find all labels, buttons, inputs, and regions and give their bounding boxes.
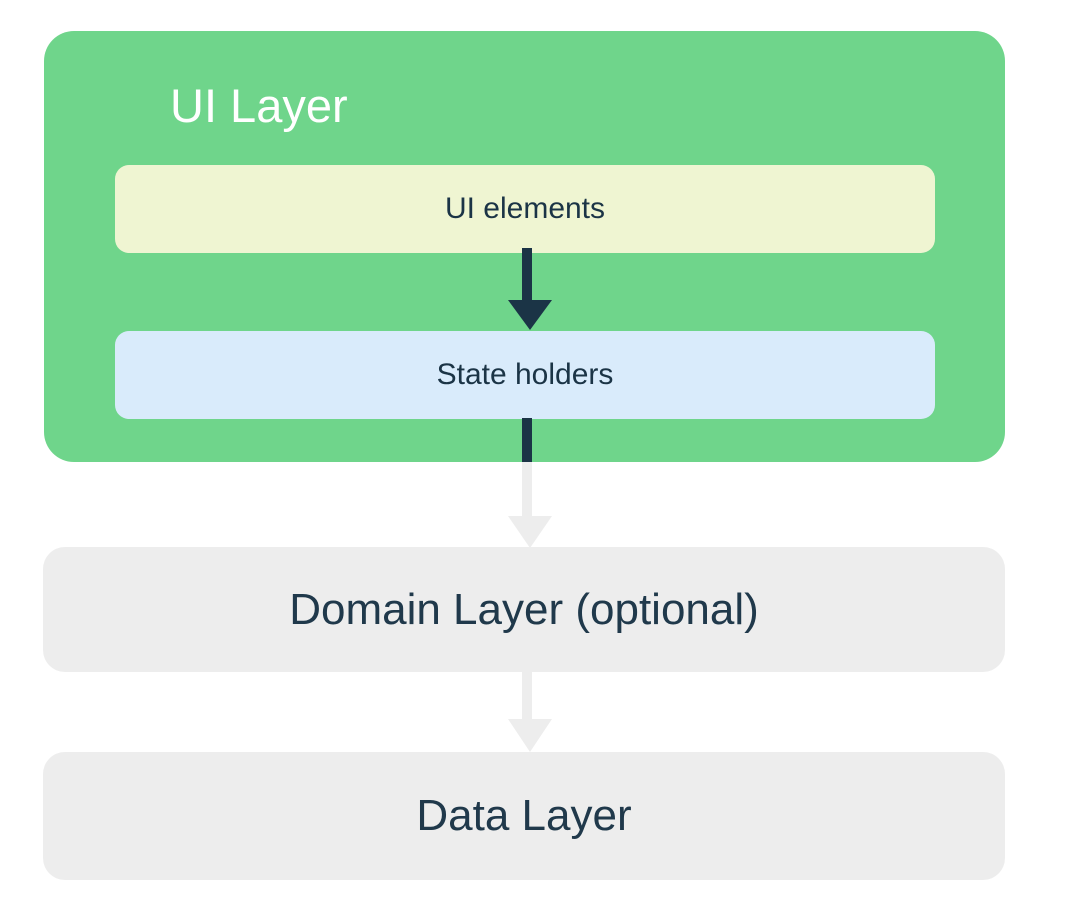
arrow-down-icon <box>508 669 552 752</box>
ui-layer-title: UI Layer <box>170 79 348 132</box>
ui-elements-label: UI elements <box>444 192 606 225</box>
arrow-down-icon <box>508 248 552 330</box>
domain-layer-bar: Domain Layer (optional) <box>43 547 1005 672</box>
state-holders-card: State holders <box>115 331 935 419</box>
data-layer-bar: Data Layer <box>43 752 1005 880</box>
arrow-state-holders-to-domain-layer <box>500 418 560 550</box>
data-layer-label: Data Layer <box>416 791 632 840</box>
arrow-domain-layer-to-data-layer <box>500 669 560 755</box>
domain-layer-label: Domain Layer (optional) <box>289 584 759 634</box>
arrow-ui-elements-to-state-holders <box>500 248 560 332</box>
arrow-down-icon <box>508 418 552 548</box>
ui-elements-card: UI elements <box>115 165 935 253</box>
state-holders-label: State holders <box>436 358 614 391</box>
